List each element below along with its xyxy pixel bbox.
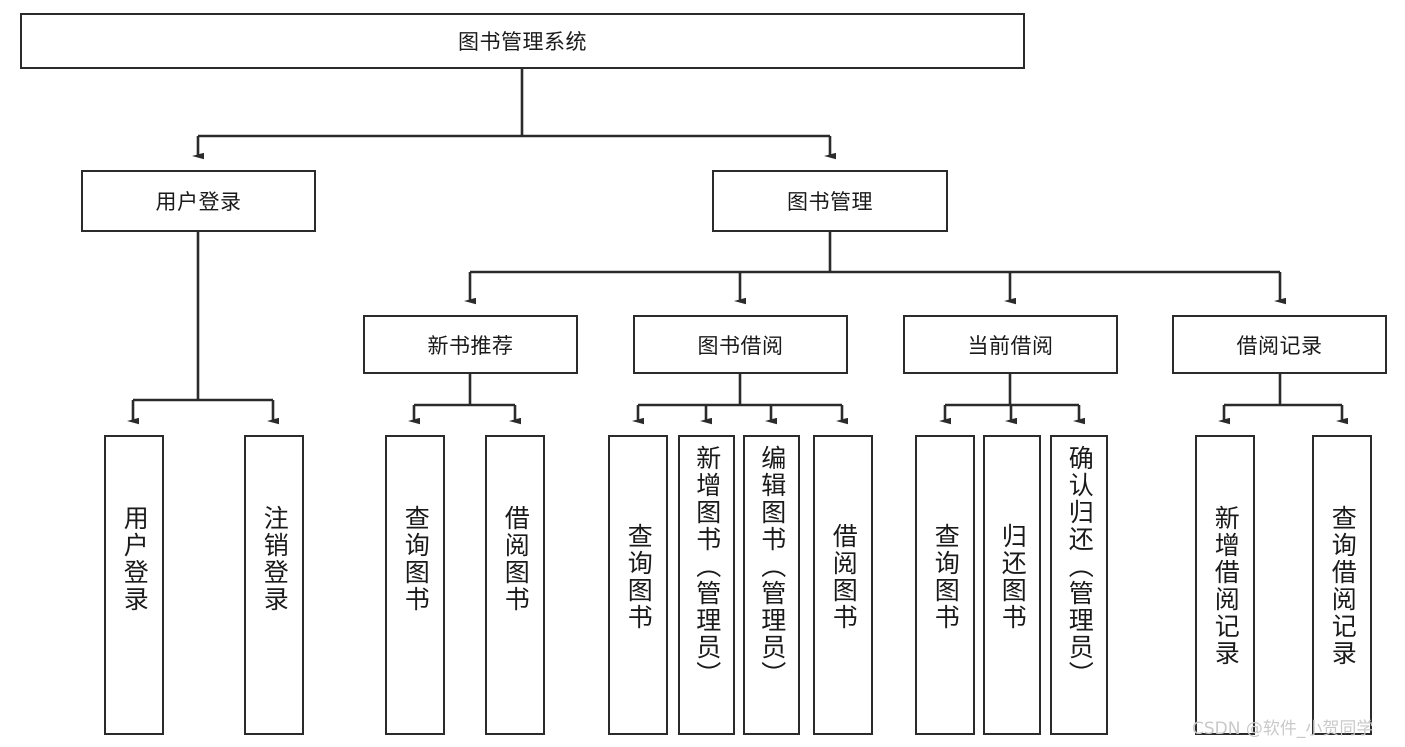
- node-root-system[interactable]: 图书管理系统: [20, 13, 1025, 69]
- node-label: 查询图书: [931, 523, 961, 631]
- node-label: 新增借阅记录: [1211, 505, 1241, 667]
- node-label: 借阅记录: [1236, 333, 1323, 358]
- node-label: 用户登录: [155, 190, 242, 214]
- node-label: 借阅图书: [829, 523, 859, 631]
- node-borrow-record[interactable]: 借阅记录: [1172, 315, 1387, 374]
- leaf-borrow-record-add[interactable]: 新增借阅记录: [1195, 435, 1255, 735]
- node-label: 图书管理: [787, 190, 873, 214]
- leaf-book-borrow-query[interactable]: 查询图书: [608, 435, 668, 735]
- leaf-borrow-record-query[interactable]: 查询借阅记录: [1312, 435, 1372, 735]
- node-label: 查询图书: [624, 523, 654, 631]
- node-label: 当前借阅: [967, 333, 1054, 358]
- node-label: 确认归还（管理员）: [1065, 445, 1095, 688]
- node-label: 用户登录: [120, 505, 150, 613]
- node-book-borrow[interactable]: 图书借阅: [633, 315, 848, 374]
- node-label: 归还图书: [998, 523, 1028, 631]
- node-user-login[interactable]: 用户登录: [81, 170, 316, 232]
- leaf-book-borrow-borrow[interactable]: 借阅图书: [813, 435, 873, 735]
- leaf-current-borrow-return[interactable]: 归还图书: [983, 435, 1041, 735]
- leaf-current-borrow-confirm[interactable]: 确认归还（管理员）: [1050, 435, 1108, 735]
- leaf-user-login-login[interactable]: 用户登录: [104, 435, 164, 735]
- node-book-management[interactable]: 图书管理: [712, 170, 948, 232]
- node-label: 新增图书（管理员）: [692, 445, 722, 688]
- node-label: 编辑图书（管理员）: [757, 445, 787, 688]
- leaf-new-book-borrow[interactable]: 借阅图书: [485, 435, 545, 735]
- node-label: 查询图书: [401, 505, 431, 613]
- node-label: 借阅图书: [501, 505, 531, 613]
- node-current-borrow[interactable]: 当前借阅: [903, 315, 1118, 374]
- leaf-current-borrow-query[interactable]: 查询图书: [915, 435, 975, 735]
- leaf-new-book-query[interactable]: 查询图书: [385, 435, 445, 735]
- leaf-user-login-logout[interactable]: 注销登录: [244, 435, 304, 735]
- leaf-book-borrow-edit[interactable]: 编辑图书（管理员）: [743, 435, 800, 735]
- node-new-book-recommend[interactable]: 新书推荐: [363, 315, 578, 374]
- node-label: 图书管理系统: [458, 30, 587, 54]
- watermark-text: CSDN @软件_小贺同学: [1192, 719, 1374, 739]
- leaf-book-borrow-add[interactable]: 新增图书（管理员）: [678, 435, 735, 735]
- node-label: 新书推荐: [427, 333, 514, 358]
- node-label: 注销登录: [260, 505, 290, 613]
- node-label: 图书借阅: [697, 333, 784, 358]
- node-label: 查询借阅记录: [1328, 505, 1358, 667]
